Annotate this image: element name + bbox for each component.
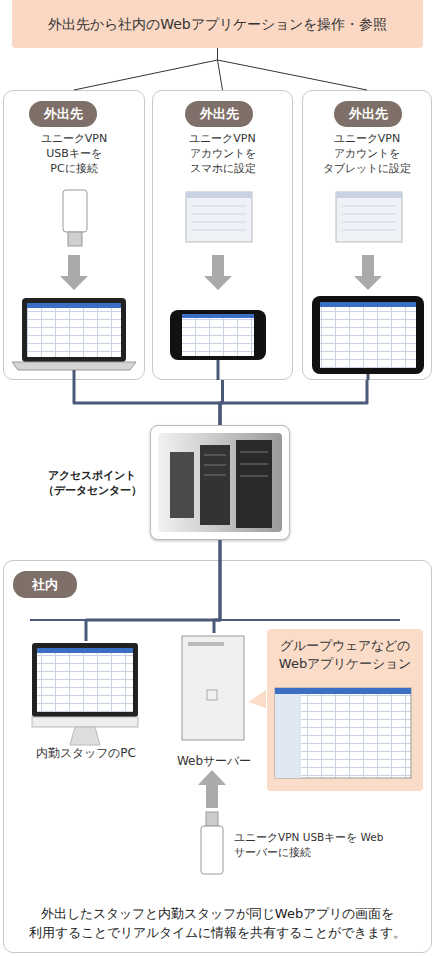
server-case: [182, 636, 244, 740]
screenshot-frame: [336, 192, 402, 242]
server-box: [182, 636, 244, 740]
down-arrow: [60, 255, 88, 290]
node-text: 内勤スタッフのPC: [21, 746, 151, 761]
down-arrow: [204, 255, 232, 290]
office-pc: 内勤スタッフのPC: [31, 641, 141, 761]
node-text: 外出したスタッフと内勤スタッフが同じWebアプリの画面を 利用することでリアルタ…: [10, 904, 425, 942]
laptop: [12, 298, 136, 370]
location-tag: 外出先: [185, 101, 253, 127]
web-server: Webサーバー: [177, 633, 251, 769]
location-tag: 社内: [13, 571, 77, 598]
usb-body: [63, 190, 87, 232]
node-text: 外出先: [334, 101, 402, 127]
app-screenshot: [275, 688, 411, 778]
location-tag: 外出先: [334, 101, 402, 127]
node-text: 外出先から社内のWebアプリケーションを操作・参照: [12, 14, 423, 34]
app-screen: [275, 688, 411, 778]
settings-screenshot: [336, 192, 402, 242]
node-text: グループウェアなどの Webアプリケーション: [271, 637, 419, 673]
node-text: 社内: [13, 571, 77, 598]
callout-pointer: [248, 690, 266, 708]
rack-slots: [204, 452, 268, 476]
usb-key: [63, 190, 87, 246]
network-wire: [217, 360, 220, 380]
server-logo: [207, 690, 217, 700]
node-text: ユニークVPN USBキーを PCに接続: [28, 131, 120, 176]
location-box: ユニークVPN アカウントを スマホに設定 外出先: [152, 90, 293, 380]
smartphone: [170, 310, 266, 360]
node-text: 外出先: [29, 101, 97, 127]
datacenter-photo: [158, 433, 282, 532]
phone-screen: [182, 314, 254, 356]
tablet: [312, 296, 424, 374]
network-line: [220, 380, 367, 425]
screen-header: [182, 314, 254, 318]
screen-header: [275, 688, 411, 694]
tablet-frame: [312, 296, 424, 374]
usb-key: [201, 812, 223, 874]
screenshot-header: [186, 192, 252, 198]
server-rack: [200, 445, 230, 525]
server-vent: [188, 642, 224, 646]
office-box: 外出したスタッフと内勤スタッフが同じWebアプリの画面を 利用することでリアルタ…: [3, 560, 432, 953]
datacenter-background: [158, 433, 282, 532]
up-arrow: [198, 770, 226, 808]
node-text: 外出先: [185, 101, 253, 127]
settings-screenshot: [186, 192, 252, 242]
node-text: アクセスポイント （データセンター）: [39, 468, 145, 498]
monitor-stand: [70, 727, 100, 745]
access-point-box: アクセスポイント （データセンター）: [150, 425, 290, 540]
laptop-frame: [22, 298, 126, 362]
note-label: ユニークVPN USBキーを Web サーバーに接続: [234, 830, 384, 860]
screenshot-rows: [342, 206, 396, 230]
usb-plug: [206, 812, 218, 826]
monitor-screen: [37, 648, 133, 712]
usb-plug: [68, 232, 82, 246]
screenshot-rows: [192, 206, 246, 230]
network-line: [218, 48, 223, 90]
screen-header: [37, 648, 133, 653]
laptop-base: [12, 362, 136, 370]
server-rack: [236, 440, 272, 528]
screen-header: [27, 303, 121, 308]
screenshot-frame: [186, 192, 252, 242]
location-box: ユニークVPN アカウントを タブレットに設定 外出先: [302, 90, 432, 380]
desktop-pc: [32, 643, 138, 745]
network-wire: [73, 370, 76, 380]
screenshot-header: [336, 192, 402, 198]
screen-header: [320, 302, 416, 307]
network-line: [86, 540, 220, 641]
down-arrow: [354, 255, 382, 290]
usb-body: [201, 826, 223, 874]
network-line: [74, 48, 218, 90]
network-line: [74, 380, 220, 425]
network-line: [218, 48, 368, 90]
node-text: Webサーバー: [161, 754, 267, 769]
location-tag: 外出先: [29, 101, 97, 127]
network-line: [214, 540, 220, 633]
network-line: [220, 380, 223, 425]
node-text: ユニークVPN アカウントを スマホに設定: [177, 131, 269, 176]
monitor-frame: [32, 643, 138, 717]
lan-bus: [30, 619, 400, 621]
node-text: ユニークVPN アカウントを タブレットに設定: [321, 131, 413, 176]
title-banner: 外出先から社内のWebアプリケーションを操作・参照: [12, 0, 423, 48]
monitor-chin: [32, 717, 138, 727]
network-wire: [367, 374, 370, 380]
callout-box: グループウェアなどの Webアプリケーション: [267, 629, 423, 791]
laptop-screen: [27, 303, 121, 357]
screen-sidebar: [275, 694, 301, 778]
tablet-screen: [320, 302, 416, 368]
phone-frame: [170, 310, 266, 360]
server-rack: [170, 452, 194, 518]
location-box: ユニークVPN USBキーを PCに接続 外出先: [3, 90, 145, 380]
